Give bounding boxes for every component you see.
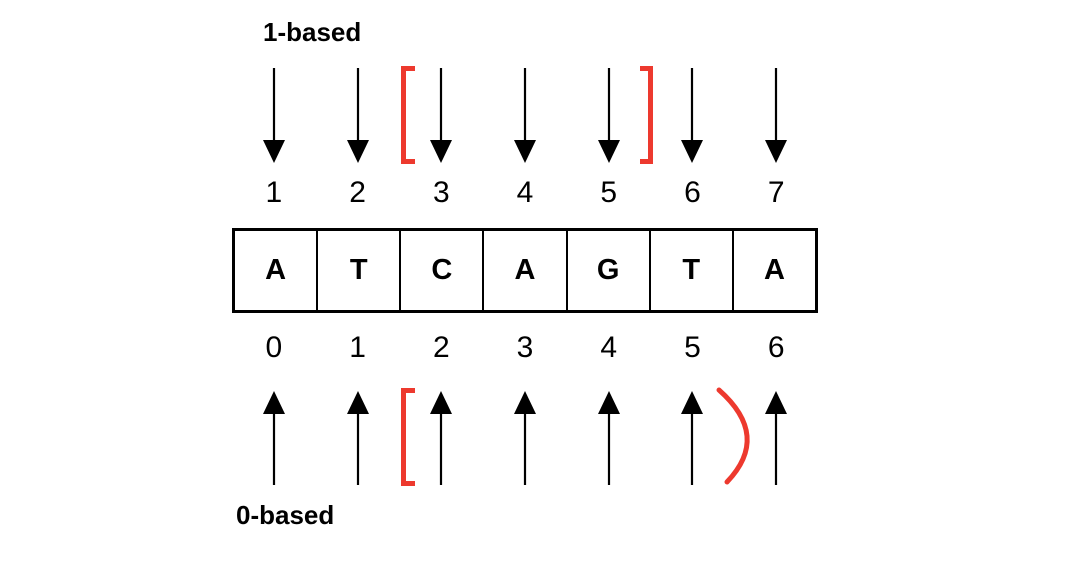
one-based-arrow-cell: [651, 67, 735, 163]
up-arrow-icon: [346, 391, 369, 485]
down-arrow-icon: [430, 68, 453, 163]
zero-based-position-number: 1: [349, 331, 366, 364]
zero-based-arrow-cell: [651, 391, 735, 486]
zero-based-arrow-cell: [316, 391, 400, 486]
one-based-position-cell: 1: [232, 177, 316, 209]
zero-based-label: 0-based: [236, 500, 335, 530]
zero-based-interval-open-bracket: [: [401, 388, 415, 486]
one-based-position-cell: 5: [567, 177, 651, 209]
sequence-letter: G: [596, 254, 620, 286]
up-arrow-icon: [597, 391, 620, 485]
zero-based-arrow-cell: [483, 391, 567, 486]
sequence-cell: T: [316, 231, 399, 310]
zero-based-positions-row: 0 1 2 3 4 5 6: [232, 332, 818, 364]
zero-based-position-cell: 1: [316, 332, 400, 364]
up-arrow-icon: [430, 391, 453, 485]
one-based-position-number: 2: [349, 176, 366, 209]
down-arrow-icon: [262, 68, 285, 163]
zero-based-position-number: 0: [265, 331, 283, 364]
one-based-position-cell: 6: [651, 177, 735, 209]
sequence-box-row: A T C A G T A: [232, 228, 818, 313]
one-based-arrow-cell: [483, 67, 567, 163]
zero-based-arrow-cell: [734, 391, 818, 486]
sequence-cell: A: [482, 231, 565, 310]
one-based-position-number: 1: [265, 176, 283, 209]
zero-based-position-cell: 5: [651, 332, 735, 364]
zero-based-position-number: 4: [600, 331, 618, 364]
down-arrow-icon: [765, 68, 788, 163]
one-based-position-cell: 7: [734, 177, 818, 209]
sequence-letter: T: [349, 254, 368, 286]
sequence-cell: A: [235, 231, 316, 310]
one-based-arrow-cell: [316, 67, 400, 163]
zero-based-arrow-cell: [232, 391, 316, 486]
one-based-position-number: 5: [600, 176, 618, 209]
one-based-arrows-row: [232, 67, 818, 163]
one-based-arrow-cell: [734, 67, 818, 163]
one-based-arrow-cell: [232, 67, 316, 163]
one-based-position-number: 7: [767, 176, 785, 209]
up-arrow-icon: [262, 391, 285, 485]
sequence-letter: A: [763, 254, 785, 286]
one-based-close-bracket-glyph: ]: [640, 71, 641, 72]
one-based-position-number: 6: [684, 176, 701, 209]
one-based-label: 1-based: [263, 17, 362, 47]
sequence-cell: C: [399, 231, 482, 310]
one-based-positions-row: 1 2 3 4 5 6 7: [232, 177, 818, 209]
one-based-position-number: 4: [516, 176, 534, 209]
down-arrow-icon: [514, 68, 537, 163]
one-based-position-cell: 4: [483, 177, 567, 209]
zero-based-open-bracket-glyph: [: [406, 393, 407, 394]
sequence-cell: G: [565, 231, 649, 310]
up-arrow-icon: [514, 391, 537, 485]
sequence-letter: A: [265, 254, 287, 286]
down-arrow-icon: [346, 68, 369, 163]
zero-based-position-cell: 2: [399, 332, 483, 364]
up-arrow-icon: [681, 391, 704, 485]
sequence-cell: T: [648, 231, 732, 310]
one-based-position-cell: 3: [399, 177, 483, 209]
zero-based-position-number: 2: [432, 331, 450, 364]
zero-based-arrow-cell: [399, 391, 483, 486]
one-based-position-number: 3: [432, 176, 450, 209]
zero-based-position-number: 6: [767, 331, 785, 364]
zero-based-arrows-row: [232, 391, 818, 486]
zero-based-arrow-cell: [567, 391, 651, 486]
one-based-arrow-cell: [567, 67, 651, 163]
one-based-interval-open-bracket: [: [401, 66, 415, 164]
zero-based-position-cell: 3: [483, 332, 567, 364]
down-arrow-icon: [597, 68, 620, 163]
zero-based-position-cell: 4: [567, 332, 651, 364]
one-based-arrow-cell: [399, 67, 483, 163]
sequence-letter: C: [431, 254, 453, 286]
one-based-position-cell: 2: [316, 177, 400, 209]
zero-based-close-paren-glyph: ): [0, 0, 1, 1]
zero-based-position-number: 5: [684, 331, 701, 364]
zero-based-interval-close-paren: [716, 387, 750, 485]
sequence-cell: A: [731, 231, 815, 310]
sequence-letter: A: [514, 254, 536, 286]
one-based-open-bracket-glyph: [: [406, 71, 407, 72]
zero-based-position-number: 3: [516, 331, 534, 364]
zero-based-position-cell: 6: [734, 332, 818, 364]
down-arrow-icon: [681, 68, 704, 163]
one-based-interval-close-bracket: ]: [640, 66, 653, 164]
zero-based-position-cell: 0: [232, 332, 316, 364]
sequence-letter: T: [682, 254, 701, 286]
up-arrow-icon: [765, 391, 788, 485]
